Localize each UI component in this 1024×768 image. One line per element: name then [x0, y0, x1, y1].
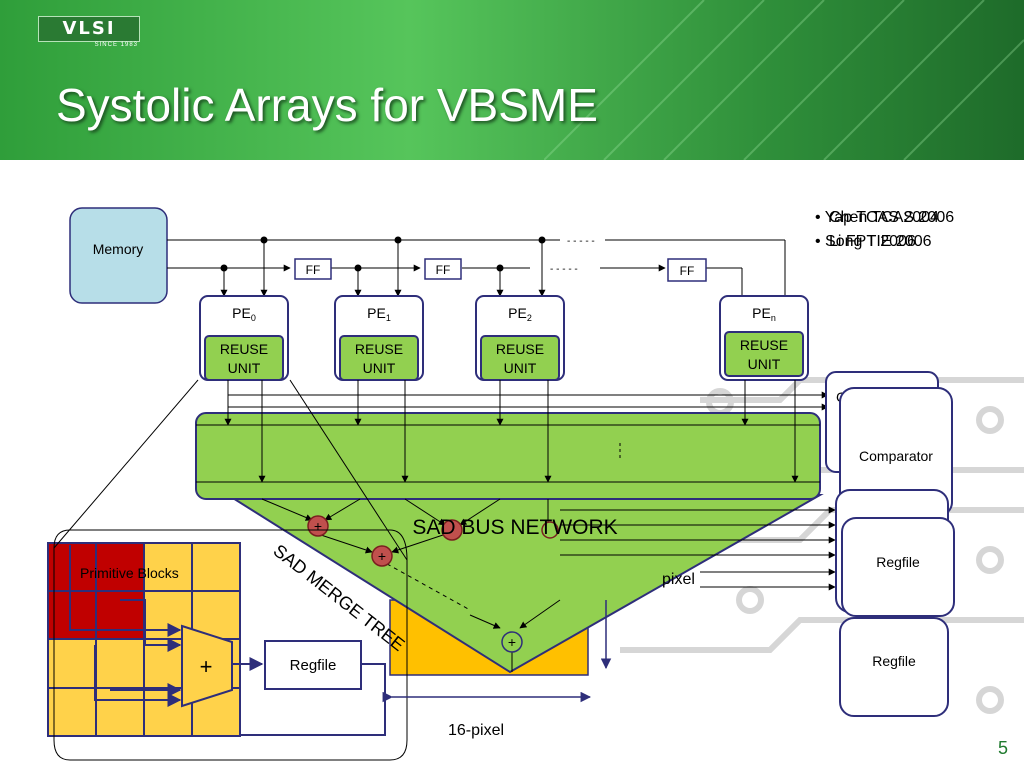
- slide-title: Systolic Arrays for VBSME: [56, 79, 598, 131]
- pe-output-wires: [228, 391, 829, 411]
- regfile-block-1: [841, 517, 955, 617]
- regfile-label-1: Regfile: [876, 554, 920, 570]
- grid-adder-plus: +: [200, 654, 213, 679]
- pe-n-unit: UNIT: [748, 356, 781, 372]
- ff-label-2: FF: [436, 263, 451, 277]
- pixel-label: pixel: [662, 571, 695, 588]
- adder-plus-1: +: [314, 518, 322, 534]
- sad-bus-network-label: SAD BUS NETWORK: [412, 516, 617, 539]
- logo-tagline: SINCE 1983: [94, 42, 138, 48]
- vlsi-logo: VLSI SINCE 1983: [38, 16, 140, 48]
- regfile-block-2: [839, 617, 949, 717]
- reference-item-1: • Yap TCAS 2004: [815, 209, 939, 226]
- svg-text:PE0: PE0: [232, 305, 256, 323]
- reference-text-3: Chen TCAS 2006: [829, 209, 955, 226]
- bus-lines: [196, 380, 820, 483]
- reference-list-overlay: Chen TCAS 2006 Li FPT 2006: [829, 206, 954, 254]
- regfile-bottom: [264, 640, 362, 690]
- memory-wires: [167, 239, 786, 297]
- pe-2-subscript: 2: [527, 313, 532, 323]
- svg-text:PE2: PE2: [508, 305, 532, 323]
- pe-1-unit: UNIT: [363, 360, 396, 376]
- sixteen-pixel-label: 16-pixel: [448, 722, 504, 739]
- regfile-bottom-label: Regfile: [290, 657, 337, 674]
- sad-bus-network: [195, 412, 821, 500]
- reference-list: • Yap TCAS 2004 • Song TIE 2006: [815, 206, 939, 254]
- wire-junctions: [220, 236, 546, 272]
- adder-plus-3: +: [508, 634, 516, 650]
- primitive-blocks-label: Primitive Blocks: [80, 565, 179, 581]
- pe-1-subscript: 1: [386, 313, 391, 323]
- pe-1: PE1 REUSE UNIT: [334, 295, 424, 381]
- merge-tree-wires: [261, 498, 836, 672]
- ff-label-3: FF: [680, 264, 695, 278]
- pe-0-prefix: PE: [232, 305, 251, 321]
- pe-n-reuse: REUSE: [740, 337, 788, 353]
- regfile-label-2: Regfile: [872, 653, 916, 669]
- grid-wiring: [69, 545, 182, 707]
- pe-0: PE0 REUSE UNIT: [199, 295, 289, 381]
- pe-n: PEn REUSE UNIT: [719, 295, 809, 381]
- zoom-line-right: [289, 379, 408, 561]
- svg-text:PE1: PE1: [367, 305, 391, 323]
- adder-nodes: [307, 515, 559, 653]
- comparator-label: Comparator: [859, 448, 933, 464]
- slide-number: 5: [998, 738, 1009, 758]
- reference-text-2: Song TIE 2006: [825, 233, 932, 250]
- primitive-blocks-text: Primitive Blocks: [80, 565, 179, 581]
- reference-text-4: Li FPT 2006: [829, 233, 916, 250]
- pe-2-unit: UNIT: [504, 360, 537, 376]
- wire-gap-top: - - - - -: [567, 236, 595, 247]
- zoom-line-left: [53, 379, 199, 549]
- title-banner: VLSI SINCE 1983 Systolic Arrays for VBSM…: [0, 0, 1024, 160]
- reference-item-2: • Song TIE 2006: [815, 233, 932, 250]
- pe-n-prefix: PE: [752, 305, 771, 321]
- grid-adder: [181, 624, 233, 708]
- reference-text-1: Yap TCAS 2004: [824, 209, 939, 226]
- wire-gap-middle: - - - - -: [550, 264, 578, 275]
- pe-2-prefix: PE: [508, 305, 527, 321]
- pe-1-prefix: PE: [367, 305, 386, 321]
- ff-label-1: FF: [306, 263, 321, 277]
- pe-2: PE2 REUSE UNIT: [475, 295, 565, 381]
- pe-0-subscript: 0: [251, 313, 256, 323]
- adder-plus-2: +: [378, 548, 386, 564]
- logo-wordmark: VLSI: [38, 16, 140, 42]
- memory-block: [69, 207, 168, 304]
- svg-text:PEn: PEn: [752, 305, 776, 323]
- pe-2-reuse: REUSE: [496, 341, 544, 357]
- zoom-callout: [53, 529, 408, 761]
- pe-n-subscript: n: [771, 313, 776, 323]
- banner-streaks: [544, 0, 1024, 160]
- pe-0-unit: UNIT: [228, 360, 261, 376]
- pe-0-reuse: REUSE: [220, 341, 268, 357]
- memory-label: Memory: [93, 241, 144, 257]
- ff-register-2: [424, 258, 462, 280]
- pe-1-reuse: REUSE: [355, 341, 403, 357]
- ff-register-1: [294, 258, 332, 280]
- ff-register-3: [667, 258, 707, 282]
